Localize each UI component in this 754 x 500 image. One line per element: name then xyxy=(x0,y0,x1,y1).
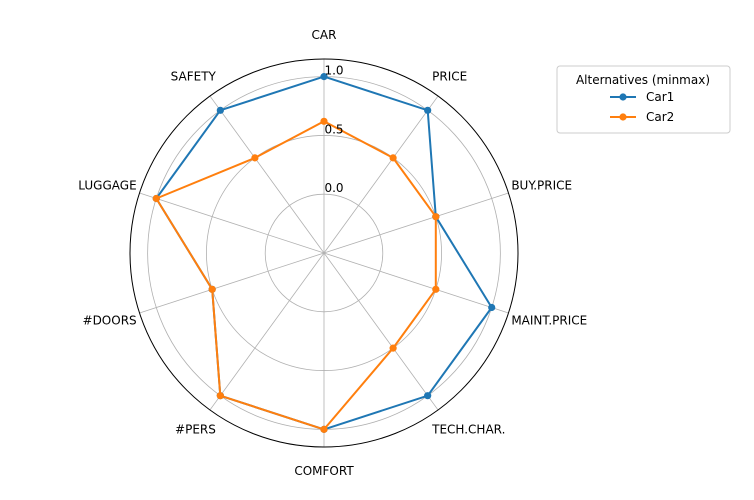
spoke--doors xyxy=(139,252,325,314)
series-point-car2-7 xyxy=(208,285,216,293)
r-tick-label-0: 0.0 xyxy=(324,181,343,195)
axis-label-car: CAR xyxy=(312,28,337,42)
radar-series-layer xyxy=(152,73,496,433)
spoke-buy-price xyxy=(323,192,509,254)
axis-label-buy-price: BUY.PRICE xyxy=(511,179,572,193)
legend-title: Alternatives (minmax) xyxy=(576,73,710,87)
outer-circle xyxy=(129,58,519,448)
series-point-car1-9 xyxy=(216,106,224,114)
axis-label-luggage: LUGGAGE xyxy=(78,179,136,193)
series-point-car2-2 xyxy=(432,213,440,221)
r-tick-label-2: 1.0 xyxy=(324,64,343,78)
spoke-tech-char- xyxy=(323,252,439,411)
legend-label-car2: Car2 xyxy=(646,110,674,124)
series-point-car2-5 xyxy=(320,425,328,433)
spoke-safety xyxy=(209,95,325,254)
series-point-car2-3 xyxy=(432,285,440,293)
axis-label--pers: #PERS xyxy=(175,422,216,436)
series-point-car2-9 xyxy=(251,154,259,162)
legend-label-car1: Car1 xyxy=(646,90,674,104)
legend-frame xyxy=(556,65,731,134)
series-point-car2-6 xyxy=(216,392,224,400)
series-point-car2-1 xyxy=(389,154,397,162)
spoke-price xyxy=(323,95,439,254)
grid-circle-0 xyxy=(264,193,384,313)
series-point-car2-4 xyxy=(389,344,397,352)
r-tick-label-1: 0.5 xyxy=(324,122,343,136)
series-point-car1-4 xyxy=(424,392,432,400)
series-point-car2-8 xyxy=(152,194,160,203)
radial-tick-labels: 0.0 0.5 1.0 xyxy=(324,64,343,196)
axis-label-maint-price: MAINT.PRICE xyxy=(511,313,587,327)
radar-grid xyxy=(139,59,509,447)
axis-labels: CAR PRICE BUY.PRICE MAINT.PRICE TECH.CHAR. CO… xyxy=(78,28,587,478)
axis-label-safety: SAFETY xyxy=(171,70,217,84)
legend-marker-car1 xyxy=(619,93,627,101)
axis-label-tech-char-: TECH.CHAR. xyxy=(431,422,505,436)
grid-circle-1 xyxy=(206,135,442,371)
series-point-car1-0 xyxy=(320,73,328,81)
series-point-car1-3 xyxy=(488,303,496,312)
legend-marker-car2 xyxy=(619,113,627,121)
axis-label-price: PRICE xyxy=(432,70,467,84)
spoke-maint-price xyxy=(323,252,509,314)
radar-outer-circle xyxy=(129,58,519,448)
axis-label-comfort: COMFORT xyxy=(294,464,354,478)
series-point-car1-1 xyxy=(424,106,432,114)
spoke--pers xyxy=(209,252,325,411)
spoke-luggage xyxy=(139,192,325,254)
series-point-car2-0 xyxy=(320,117,328,125)
axis-label--doors: #DOORS xyxy=(83,313,137,327)
